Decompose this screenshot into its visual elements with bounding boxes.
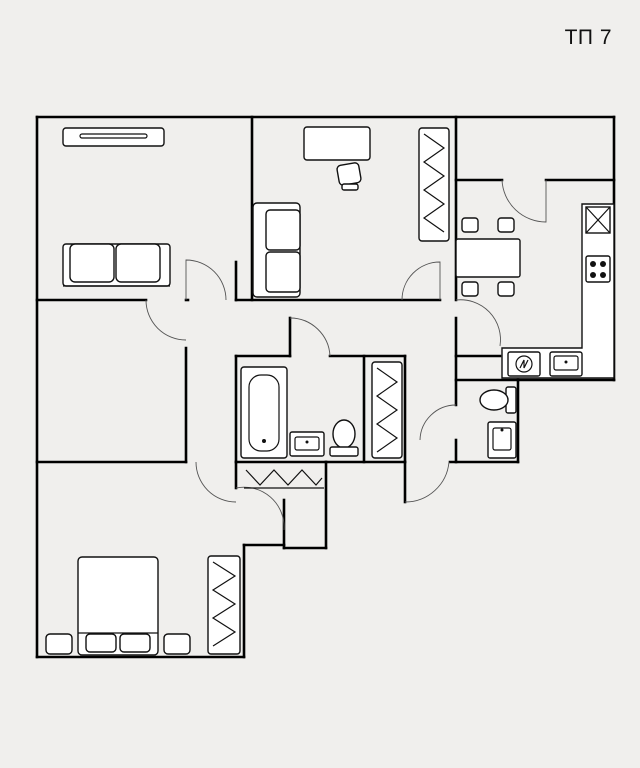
wardrobe-closet — [244, 469, 324, 489]
sink-icon — [289, 431, 325, 457]
chair-icon — [461, 217, 515, 297]
living-room — [62, 127, 171, 287]
wardrobe-icon — [207, 555, 241, 655]
bathtub-icon — [240, 366, 288, 459]
plan-label: ТП 7 — [564, 26, 612, 49]
office — [252, 126, 450, 298]
bathroom — [240, 361, 403, 459]
sink-icon — [487, 421, 517, 459]
toilet-icon — [479, 386, 517, 414]
doors — [145, 179, 547, 531]
sofa-icon — [62, 243, 171, 287]
armchair-icon — [252, 202, 301, 298]
toilet — [479, 386, 517, 459]
washing-machine-icon — [507, 351, 541, 377]
cooktop-icon — [585, 255, 611, 283]
dining-table-icon — [455, 238, 521, 278]
tv-icon — [62, 127, 165, 147]
wardrobe-icon — [371, 361, 403, 459]
sink-icon — [585, 206, 611, 234]
desk-icon — [303, 126, 371, 161]
kitchen-counter — [501, 203, 615, 379]
walls — [35, 115, 616, 659]
kitchen — [455, 203, 615, 379]
bed-icon — [77, 556, 159, 656]
sink-icon — [549, 351, 583, 377]
nightstand-icon — [45, 633, 191, 655]
office-chair-icon — [336, 162, 362, 191]
toilet-icon — [329, 419, 359, 457]
wardrobe-icon — [418, 127, 450, 242]
bedroom — [45, 555, 241, 656]
pillow-icon — [85, 633, 151, 653]
